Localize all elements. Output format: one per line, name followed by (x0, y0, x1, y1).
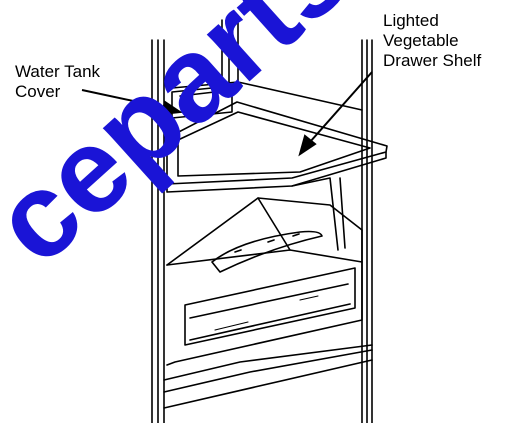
water-tank-cover-label: Water Tank Cover (15, 62, 101, 101)
lighted-shelf-label: Lighted Vegetable Drawer Shelf (383, 11, 482, 70)
watermark: ceparts (0, 0, 360, 289)
humidity-control (211, 230, 323, 273)
water-tank-leader (81, 89, 183, 116)
watermark-text: ceparts (0, 0, 360, 289)
crisper-drawer (166, 249, 363, 366)
shelf-leader (298, 71, 373, 157)
